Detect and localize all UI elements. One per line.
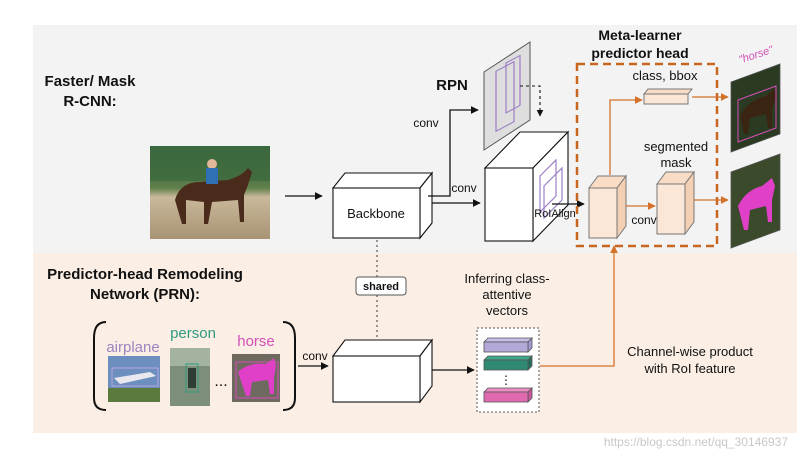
shared-label: shared xyxy=(363,281,399,293)
support-label-horse: horse xyxy=(237,333,275,350)
top-section-title-line2: R-CNN: xyxy=(63,93,116,110)
prn-conv-box xyxy=(331,338,434,404)
vectors-dots: ⋮ xyxy=(500,373,512,387)
conv-head-label: conv xyxy=(631,213,656,227)
output-mask-image xyxy=(730,153,781,249)
roi-feature-box xyxy=(588,174,627,240)
support-image-horse xyxy=(232,354,280,402)
backbone-box xyxy=(331,171,434,240)
rpn-label: RPN xyxy=(436,77,468,94)
feature-map-box xyxy=(483,130,570,243)
rpn-plane xyxy=(483,41,531,151)
support-label-person: person xyxy=(170,325,216,342)
arrow-rpn-to-feature xyxy=(520,85,544,117)
class-bbox-label: class, bbox xyxy=(632,68,698,83)
vector-horse xyxy=(483,387,533,403)
conv-top-label: conv xyxy=(413,116,438,130)
shared-badge xyxy=(355,276,407,296)
inferring-label-line1: Inferring class- xyxy=(464,271,549,286)
inferring-label-line3: vectors xyxy=(486,303,528,318)
support-image-airplane xyxy=(108,356,160,402)
watermark: https://blog.csdn.net/qq_30146937 xyxy=(604,435,788,449)
vector-person xyxy=(483,355,533,371)
conv-prn-label: conv xyxy=(302,349,327,363)
segmented-label-line1: segmented xyxy=(644,139,708,154)
support-bracket-left xyxy=(93,321,107,411)
conv-mid-label: conv xyxy=(451,181,476,195)
channel-product-line1: Channel-wise product xyxy=(627,344,753,359)
vector-airplane xyxy=(483,337,533,353)
mask-feature-box xyxy=(656,170,695,236)
query-image xyxy=(150,146,270,239)
support-ellipsis: ... xyxy=(214,373,227,390)
arrow-roi-to-cls xyxy=(609,96,643,175)
meta-head-dashed-box xyxy=(575,62,719,248)
segmented-label-line2: mask xyxy=(660,155,692,170)
meta-head-title-line1: Meta-learner xyxy=(598,27,682,43)
channel-product-line2: with RoI feature xyxy=(643,361,735,376)
support-label-airplane: airplane xyxy=(106,339,159,356)
support-bracket-right xyxy=(282,321,296,411)
support-image-person xyxy=(170,348,210,406)
inferring-label-line2: attentive xyxy=(482,287,531,302)
backbone-label: Backbone xyxy=(347,206,405,221)
meta-head-title-line2: predictor head xyxy=(591,45,688,61)
bottom-section-title-line1: Predictor-head Remodeling xyxy=(47,266,243,283)
output-bbox-image xyxy=(730,63,781,153)
bottom-section-title-line2: Network (PRN): xyxy=(90,286,200,303)
roialign-label: RoIAlign xyxy=(534,208,576,220)
top-section-title-line1: Faster/ Mask xyxy=(45,73,137,90)
arrow-backbone-to-rpn xyxy=(428,106,479,197)
cls-bbox-fc xyxy=(642,88,694,105)
arrow-vectors-to-roi xyxy=(540,245,618,367)
